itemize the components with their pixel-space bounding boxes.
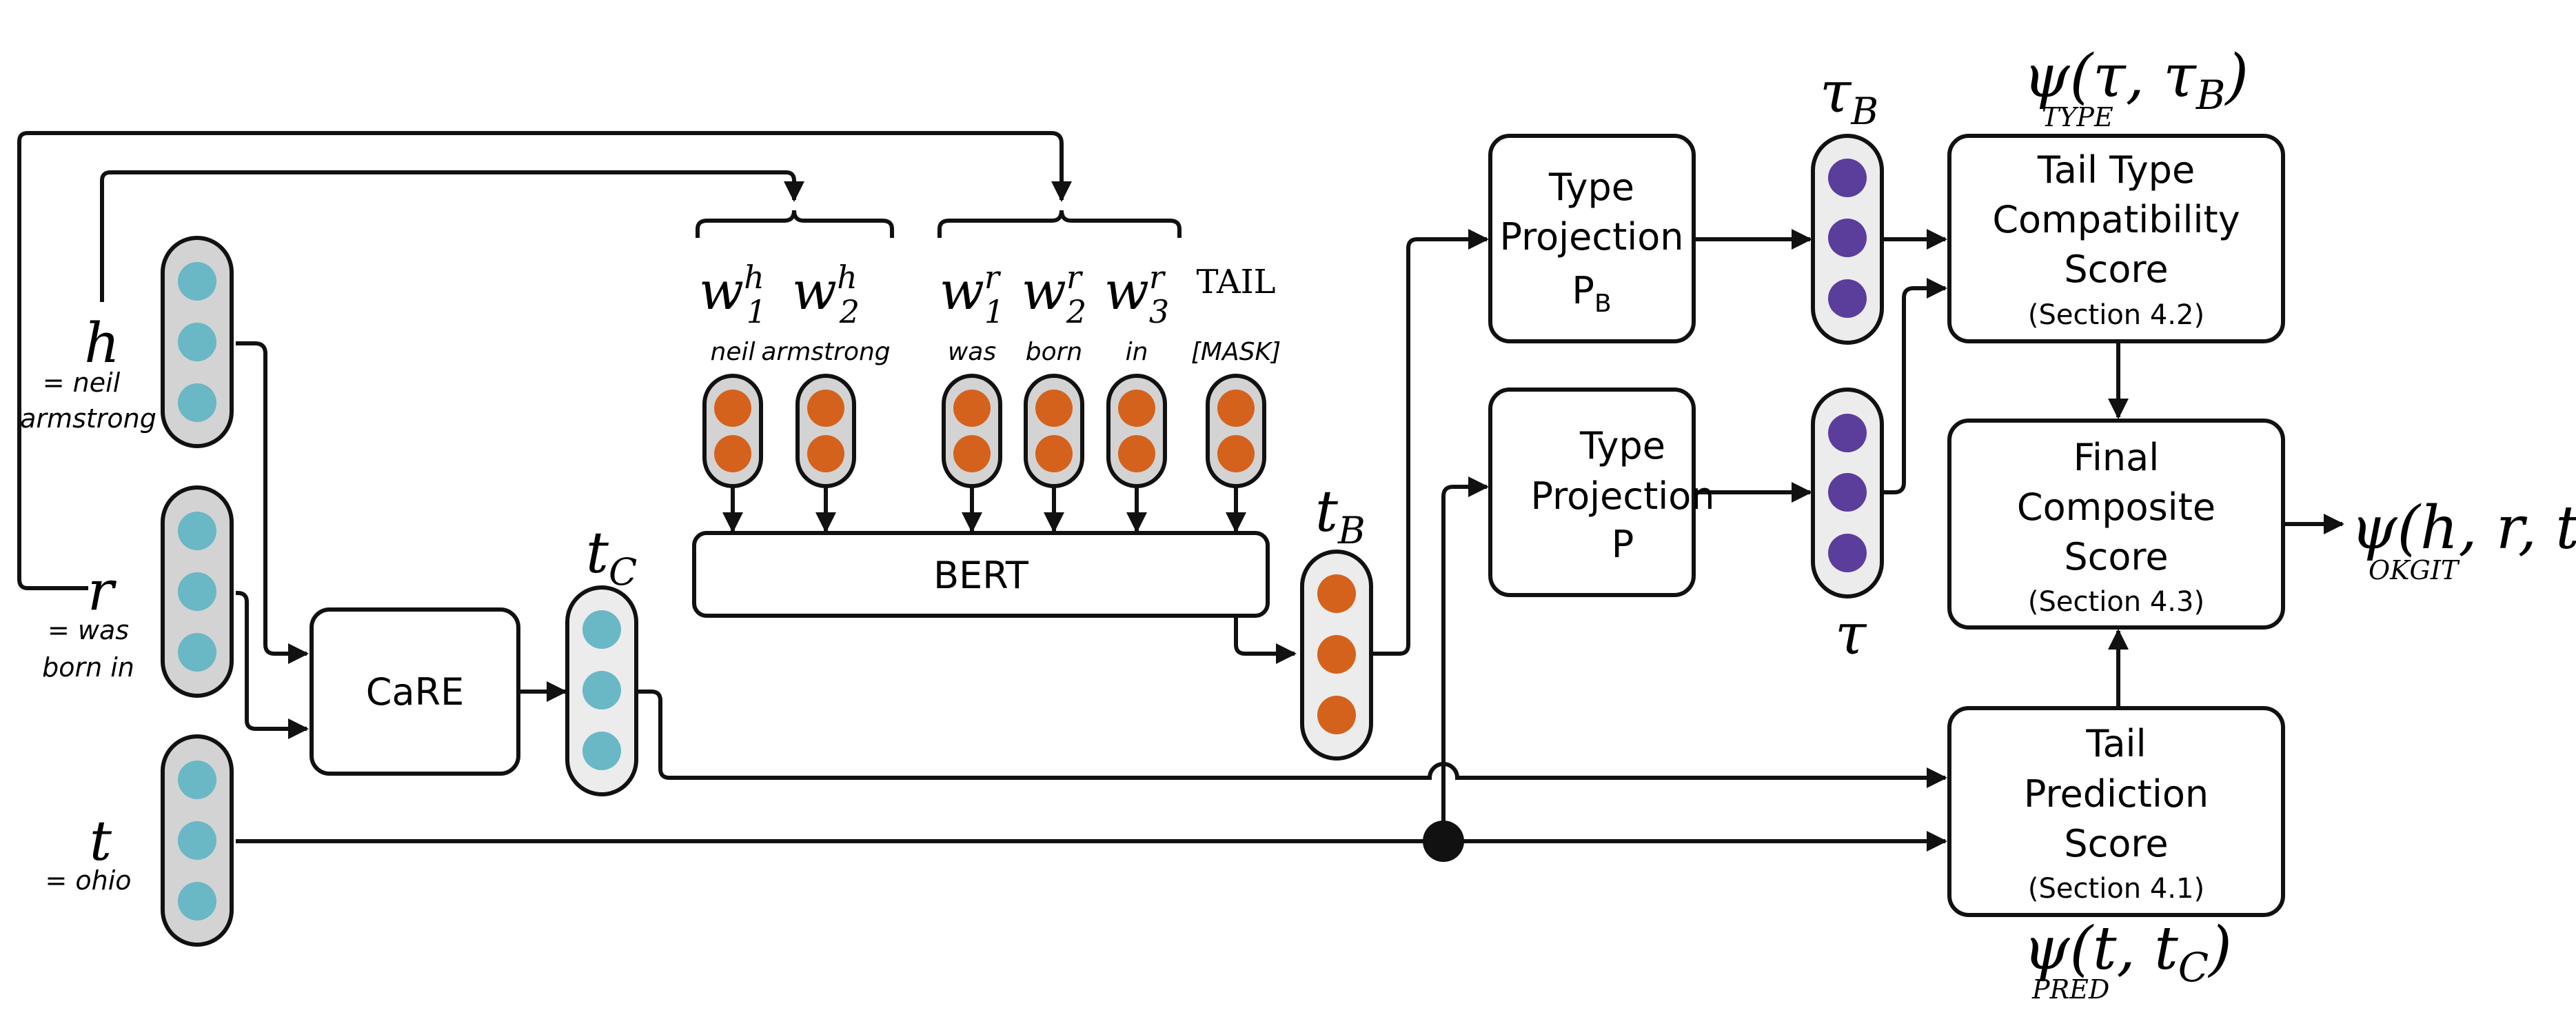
token-capsules [702,374,1266,488]
token-capsule-was [942,374,1002,488]
svg-text:Composite: Composite [2017,485,2215,529]
bert-box: BERT [692,531,1270,618]
connectors [17,131,2344,852]
care-label: CaRE [366,670,464,714]
token-word-was: was [948,338,996,366]
svg-text:Compatibility: Compatibility [1992,198,2240,241]
svg-text:(Section 4.3): (Section 4.3) [2028,586,2204,618]
tau-label: τ [1835,602,1867,667]
svg-text:Score: Score [2064,248,2168,291]
bert-label: BERT [933,554,1029,597]
connector-tc-to-tail-prediction [637,690,1947,788]
tail-prediction-score-box: Tail Prediction Score (Section 4.1) [1947,706,2285,917]
r-capsule [161,485,234,698]
connector-bert-to-tb [1234,616,1297,664]
care-box: CaRE [310,607,520,776]
t-desc-1: = ohio [45,865,131,896]
connector-tb-to-type-projection-b [1366,229,1489,656]
token-word-in: in [1126,338,1148,366]
r-desc-1: = was [48,615,129,645]
svg-text:Score: Score [2064,822,2168,865]
svg-text:PB: PB [1572,269,1611,318]
token-capsule-mask [1206,374,1266,488]
svg-text:ψ(t, tC): ψ(t, tC) [2023,914,2232,991]
svg-text:TYPE: TYPE [2042,102,2113,132]
tau-capsule [1811,388,1884,598]
t-capsule [161,734,234,947]
h-desc-2: armstrong [20,403,156,434]
token-capsule-in [1106,374,1167,488]
type-projection-b-box: Type Projection PB [1488,134,1696,343]
svg-text:(Section 4.1): (Section 4.1) [2028,873,2204,905]
connector-h-to-head-tokens [100,170,804,302]
svg-text:Tail: Tail [2085,722,2146,765]
tc-label: tC [586,521,637,594]
relation-token-brace [937,210,1181,238]
connector-r-to-relation-tokens [17,131,1072,590]
h-desc-1: = neil [43,368,121,398]
svg-text:Final: Final [2073,436,2159,479]
h-capsule [161,236,234,448]
h-symbol: h [84,311,120,375]
svg-text:Projection: Projection [1530,474,1714,518]
svg-text:Type: Type [1579,424,1665,467]
svg-text:Projection: Projection [1499,215,1683,259]
tau-b-capsule [1811,134,1884,345]
connector-r-to-care [236,591,309,739]
final-score-box: Final Composite Score (Section 4.3) [1947,419,2285,630]
formula-psi-okgit: ψ(h, r, t) OKGIT [2351,494,2576,585]
type-projection-box: Type Projection P [1488,388,1715,597]
tb-label: tB [1315,479,1366,552]
formula-psi-type: ψ(τ, τB) TYPE [2023,42,2249,132]
svg-text:ψ(τ, τB): ψ(τ, τB) [2023,42,2249,119]
junction-dot [1423,821,1464,862]
svg-text:OKGIT: OKGIT [2369,555,2460,585]
svg-text:Type: Type [1548,165,1634,209]
svg-text:PRED: PRED [2031,974,2109,1005]
token-word-mask: [MASK] [1191,338,1281,366]
token-word-neil: neil [711,338,755,366]
svg-text:Tail Type: Tail Type [2037,148,2195,192]
tail-type-score-box: Tail Type Compatibility Score (Section 4… [1947,134,2285,343]
token-word-armstrong: armstrong [761,338,890,366]
svg-text:(Section 4.2): (Section 4.2) [2028,299,2204,331]
t-symbol: t [90,809,112,873]
tc-capsule [565,585,638,796]
token-symbol-tail: TAIL [1197,263,1276,301]
svg-text:P: P [1612,523,1634,566]
token-capsule-armstrong [795,374,856,488]
r-desc-2: born in [42,652,134,683]
svg-text:ψ(h, r, t): ψ(h, r, t) [2351,494,2576,563]
svg-text:Prediction: Prediction [2024,772,2209,816]
tau-b-label: τB [1820,60,1878,133]
token-capsule-neil [702,374,763,488]
r-symbol: r [88,559,117,623]
tb-capsule [1300,550,1373,761]
token-word-born: born [1026,338,1083,366]
token-capsule-born [1024,374,1084,488]
head-token-brace [696,210,894,238]
connector-t-to-type-projection [1441,476,1489,841]
formula-psi-pred: ψ(t, tC) PRED [2023,914,2232,1005]
svg-text:Score: Score [2064,535,2168,579]
connector-h-to-care [236,341,309,664]
